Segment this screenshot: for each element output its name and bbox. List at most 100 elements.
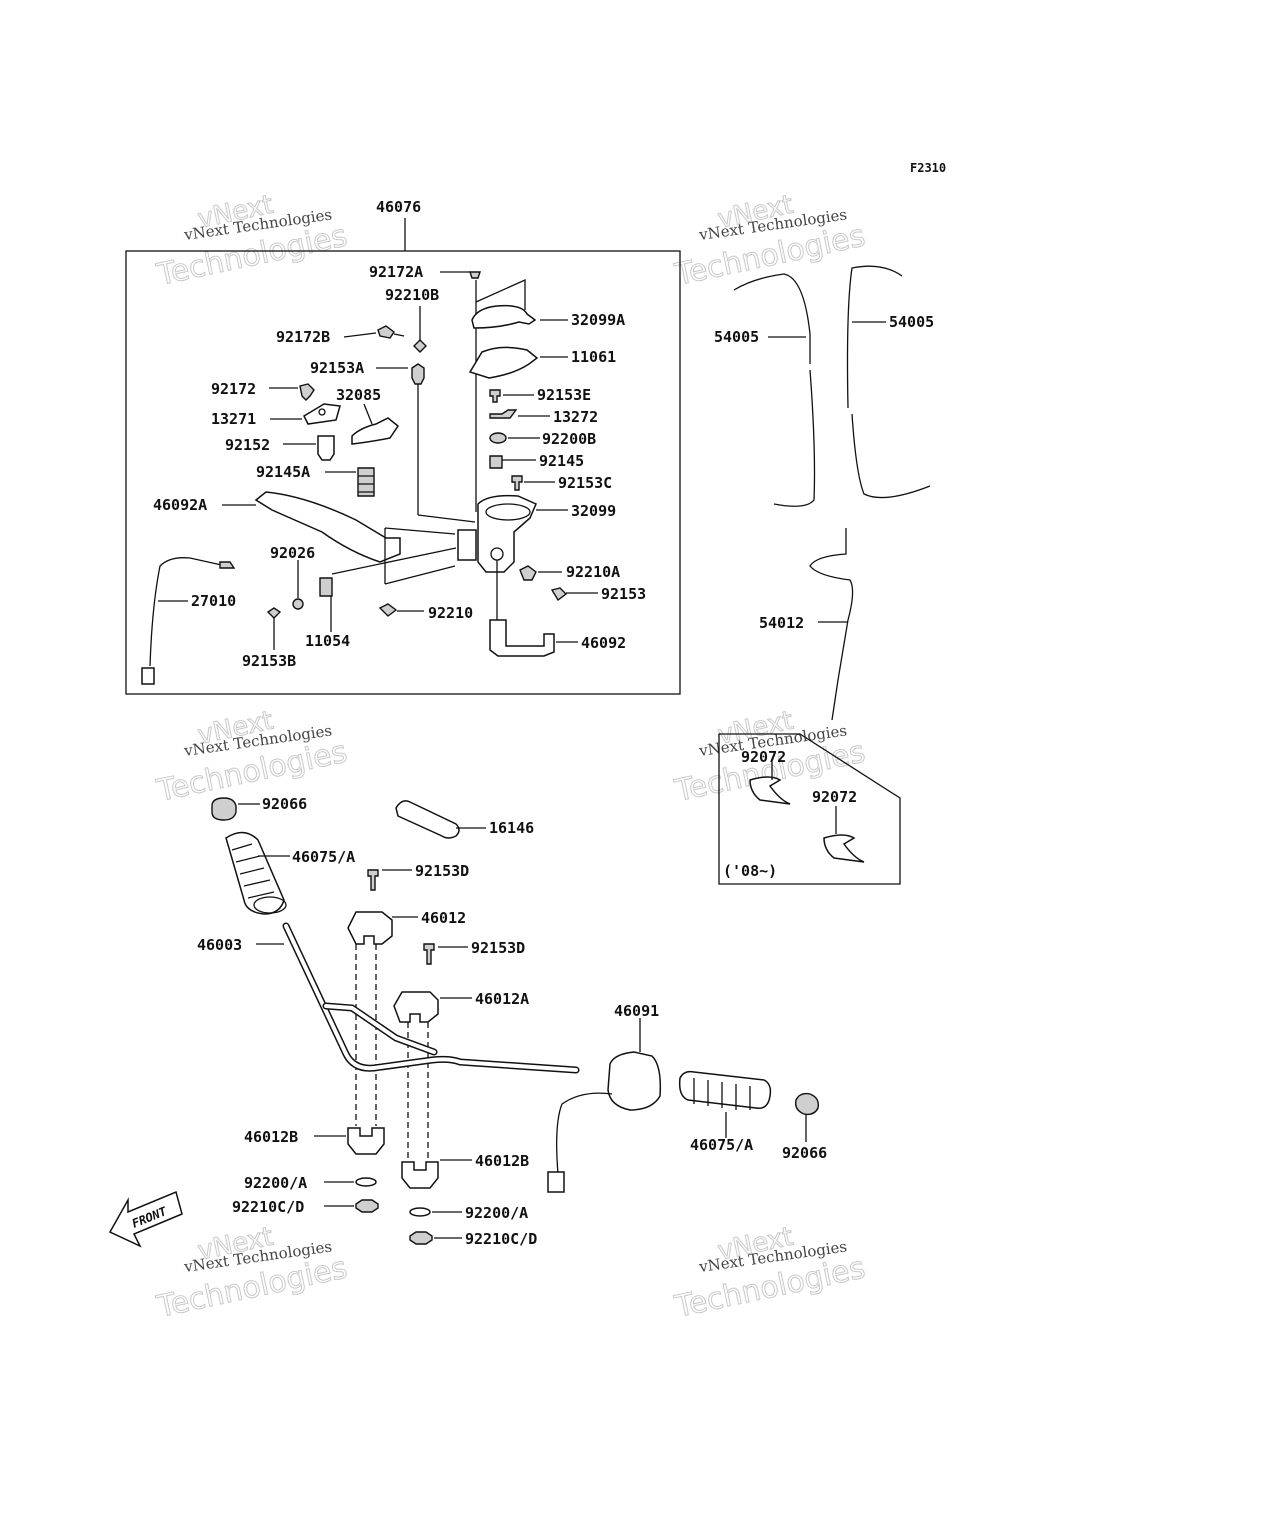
- lever-46092A: [254, 491, 401, 563]
- watermark-bottom-right: vNext Technologies vNext Technologies: [671, 1221, 869, 1325]
- label-16146: 16146: [489, 819, 534, 837]
- grip-46075-right: [678, 1070, 772, 1109]
- label-46092A: 46092A: [153, 496, 207, 514]
- label-92072-a: 92072: [741, 748, 786, 766]
- label-92152: 92152: [225, 436, 270, 454]
- label-46012B-right: 46012B: [475, 1152, 529, 1170]
- diaphragm-11061: [468, 346, 539, 379]
- lever-46092: [489, 619, 555, 657]
- label-54005-left: 54005: [714, 328, 759, 346]
- label-92210: 92210: [428, 604, 473, 622]
- label-92153D-upper: 92153D: [415, 862, 469, 880]
- cable-54012: [809, 528, 854, 721]
- watermark-mid-left: vNext Technologies vNext Technologies: [153, 705, 351, 809]
- holder-46012B-right: [401, 1161, 439, 1189]
- clamp-alignment-left: [355, 944, 377, 1126]
- inset-box: [718, 733, 901, 885]
- spring-92145: [489, 455, 503, 469]
- label-32099A: 32099A: [571, 311, 625, 329]
- cable-54005-right-top: [846, 265, 903, 409]
- front-direction-arrow: FRONT: [108, 1190, 183, 1248]
- label-92200B: 92200B: [542, 430, 596, 448]
- tube-16146: [395, 800, 460, 839]
- collar-92026: [292, 598, 304, 610]
- watermark-top-left: vNext Technologies vNext Technologies: [153, 189, 351, 293]
- plate-13271: [303, 403, 341, 425]
- label-92153C: 92153C: [558, 474, 612, 492]
- switch-housing-46091: [607, 1051, 662, 1111]
- label-11054: 11054: [305, 632, 350, 650]
- cover-32085: [351, 417, 400, 445]
- label-32099: 32099: [571, 502, 616, 520]
- label-54005-right: 54005: [889, 313, 934, 331]
- screw-92172B: [377, 325, 395, 339]
- nut-92210CD-left: [355, 1199, 379, 1213]
- bolt-92153C: [511, 475, 523, 491]
- label-46075-left: 46075/A: [292, 848, 355, 866]
- label-92210B: 92210B: [385, 286, 439, 304]
- label-92066-left: 92066: [262, 795, 307, 813]
- label-92200A-left: 92200/A: [244, 1174, 307, 1192]
- label-92210A: 92210A: [566, 563, 620, 581]
- label-46076: 46076: [376, 198, 421, 216]
- screw-92172A: [469, 271, 481, 279]
- nut-92210CD-right: [409, 1231, 433, 1245]
- spring-92145A: [357, 467, 375, 497]
- label-92145: 92145: [539, 452, 584, 470]
- switch-harness: [556, 1092, 613, 1175]
- collar-92152: [317, 435, 335, 461]
- label-92200A-right: 92200/A: [465, 1204, 528, 1222]
- bolt-92153D-lower: [423, 943, 435, 965]
- inset-note: ('08~): [723, 862, 777, 880]
- label-54012: 54012: [759, 614, 804, 632]
- switch-connector: [141, 667, 155, 685]
- figure-code: F2310: [910, 161, 946, 175]
- washer-92200B: [489, 432, 507, 444]
- label-92210CD-right: 92210C/D: [465, 1230, 537, 1248]
- end-cap-92066-left: [211, 797, 237, 821]
- watermark-bottom-left: vNext Technologies vNext Technologies: [153, 1221, 351, 1325]
- label-13272: 13272: [553, 408, 598, 426]
- label-46012: 46012: [421, 909, 466, 927]
- end-cap-92066-right: [794, 1092, 820, 1116]
- label-92145A: 92145A: [256, 463, 310, 481]
- screw-92172: [299, 383, 315, 401]
- bolt-92153D-upper: [367, 869, 379, 891]
- label-46012A: 46012A: [475, 990, 529, 1008]
- plate-13272: [489, 409, 518, 419]
- master-cylinder-32099: [477, 494, 537, 573]
- label-92153: 92153: [601, 585, 646, 603]
- label-46092: 46092: [581, 634, 626, 652]
- clamp-46012: [347, 911, 393, 945]
- assembly-box-46076: [125, 250, 681, 695]
- nut-92210B: [413, 339, 427, 353]
- switch-cable-27010: [149, 557, 227, 667]
- cable-54005-right-bottom: [851, 413, 931, 499]
- label-92153D-lower: 92153D: [471, 939, 525, 957]
- screw-92153E: [489, 389, 501, 403]
- washer-92200A-left: [355, 1177, 377, 1187]
- screw-92153B: [266, 607, 282, 619]
- label-92210CD-left: 92210C/D: [232, 1198, 304, 1216]
- clamp-92072-b: [823, 834, 865, 863]
- label-92172A: 92172A: [369, 263, 423, 281]
- leader-lever-pivot: [384, 527, 456, 585]
- cable-54005-left-top: [733, 273, 811, 364]
- watermark-top-right: vNext Technologies vNext Technologies: [671, 189, 869, 293]
- label-92172B: 92172B: [276, 328, 330, 346]
- bolt-92153A: [411, 363, 425, 385]
- cap-32099A: [471, 304, 537, 329]
- label-46091: 46091: [614, 1002, 659, 1020]
- label-27010: 27010: [191, 592, 236, 610]
- clamp-92072-a: [749, 776, 791, 805]
- switch-connector-46091: [547, 1171, 565, 1193]
- label-13271: 13271: [211, 410, 256, 428]
- clamp-46012A: [393, 991, 439, 1023]
- label-92153E: 92153E: [537, 386, 591, 404]
- label-92153B: 92153B: [242, 652, 296, 670]
- label-46012B-left: 46012B: [244, 1128, 298, 1146]
- label-92153A: 92153A: [310, 359, 364, 377]
- label-92066-right: 92066: [782, 1144, 827, 1162]
- washer-92200A-right: [409, 1207, 431, 1217]
